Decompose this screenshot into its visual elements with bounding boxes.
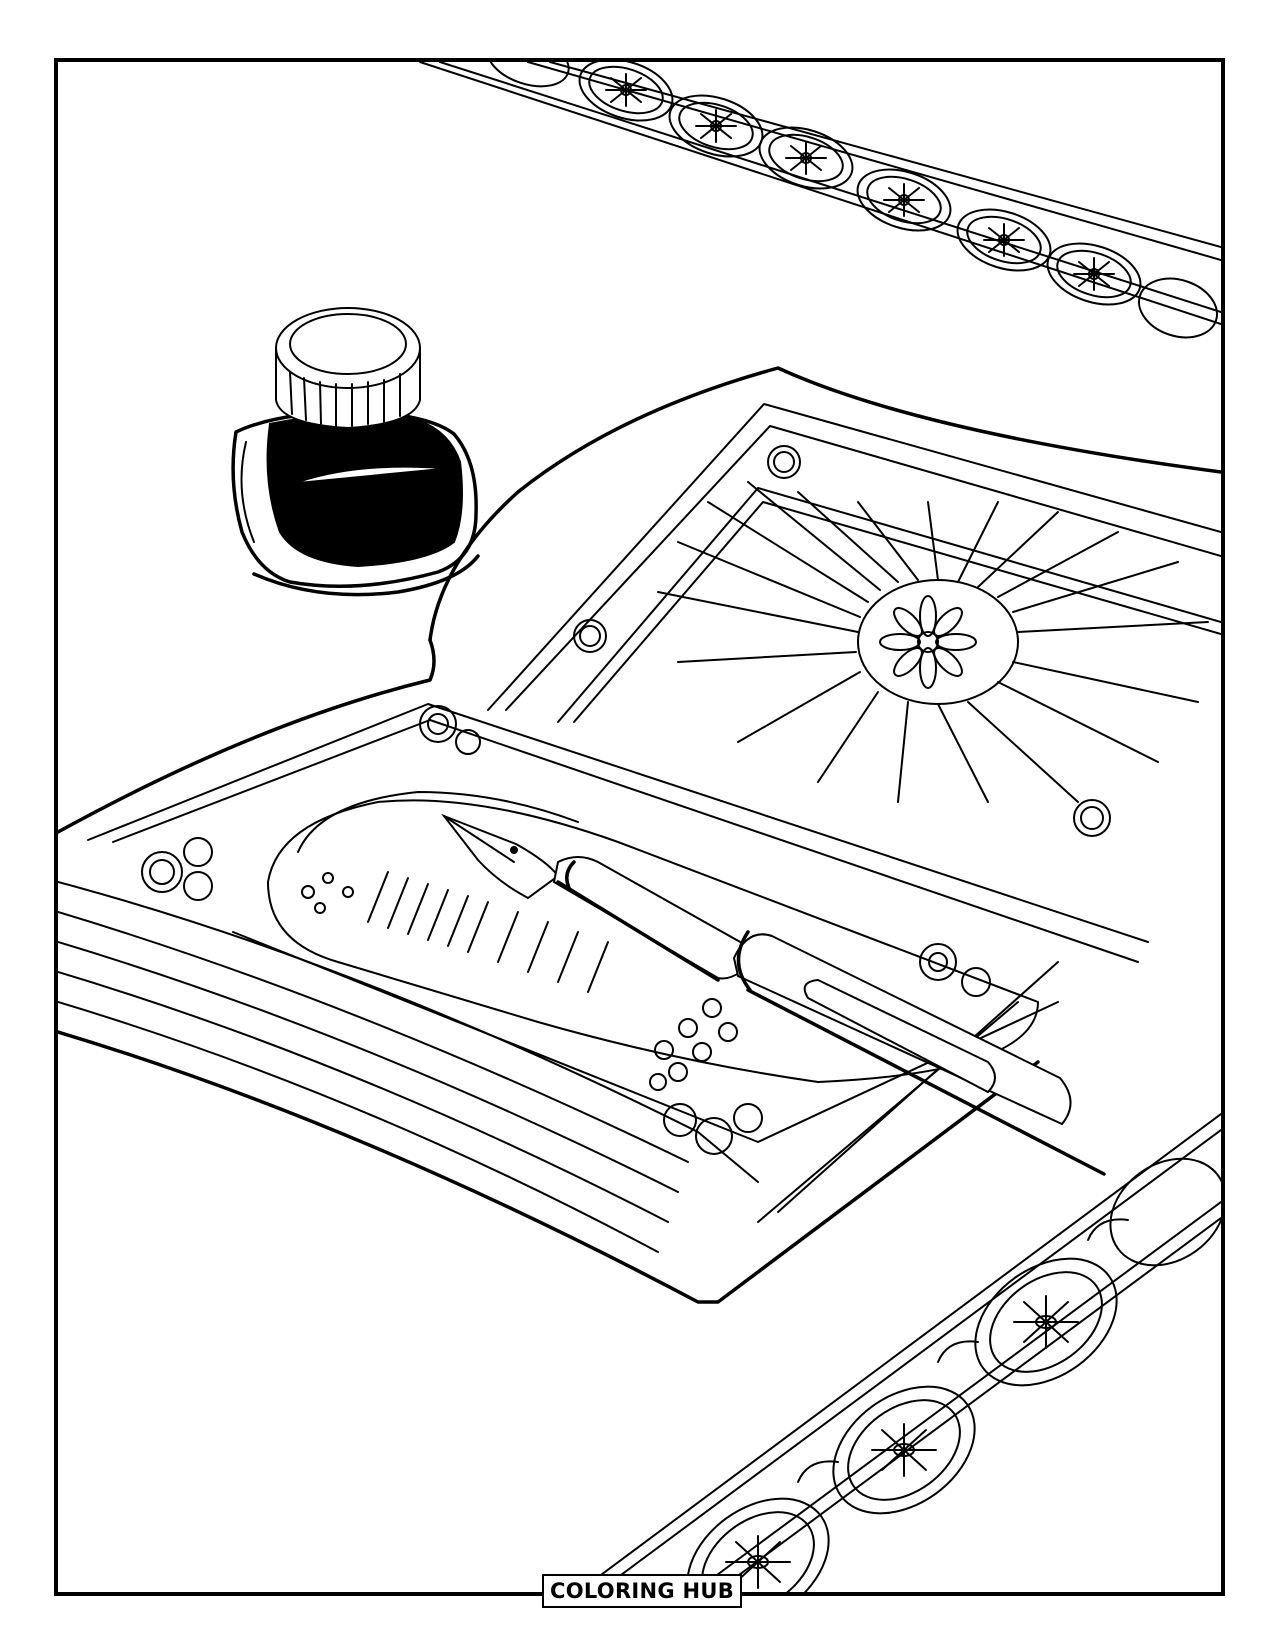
book-page-edges bbox=[58, 881, 1059, 1304]
page-frame bbox=[54, 58, 1225, 1596]
pen-nib bbox=[441, 813, 560, 900]
pen-cap bbox=[732, 930, 1106, 1176]
dot-pattern bbox=[301, 872, 738, 1091]
brand-label: COLORING HUB bbox=[542, 1574, 743, 1608]
decorative-strip-top bbox=[419, 62, 1221, 339]
line-art-illustration bbox=[58, 62, 1221, 1592]
spiral-ornaments bbox=[141, 705, 991, 1155]
starburst-icons-top bbox=[605, 73, 1115, 291]
decorative-strip-bottom bbox=[577, 1113, 1221, 1592]
starburst-icons-bottom bbox=[725, 1295, 1079, 1589]
book-right-page-panel bbox=[487, 403, 1221, 837]
fountain-pen bbox=[441, 813, 1106, 1176]
hatch-lines bbox=[367, 871, 609, 993]
medallion-row-top bbox=[486, 62, 1219, 339]
ink-bottle-cap bbox=[275, 307, 421, 430]
corner-rosettes bbox=[573, 445, 1111, 837]
medallion-row-bottom bbox=[686, 1157, 1221, 1592]
scallop-arches bbox=[797, 1218, 1129, 1483]
sunburst-rays bbox=[657, 481, 1209, 803]
open-book bbox=[58, 366, 1221, 1304]
ink-bottle bbox=[231, 307, 480, 597]
flower-icon bbox=[879, 595, 977, 689]
